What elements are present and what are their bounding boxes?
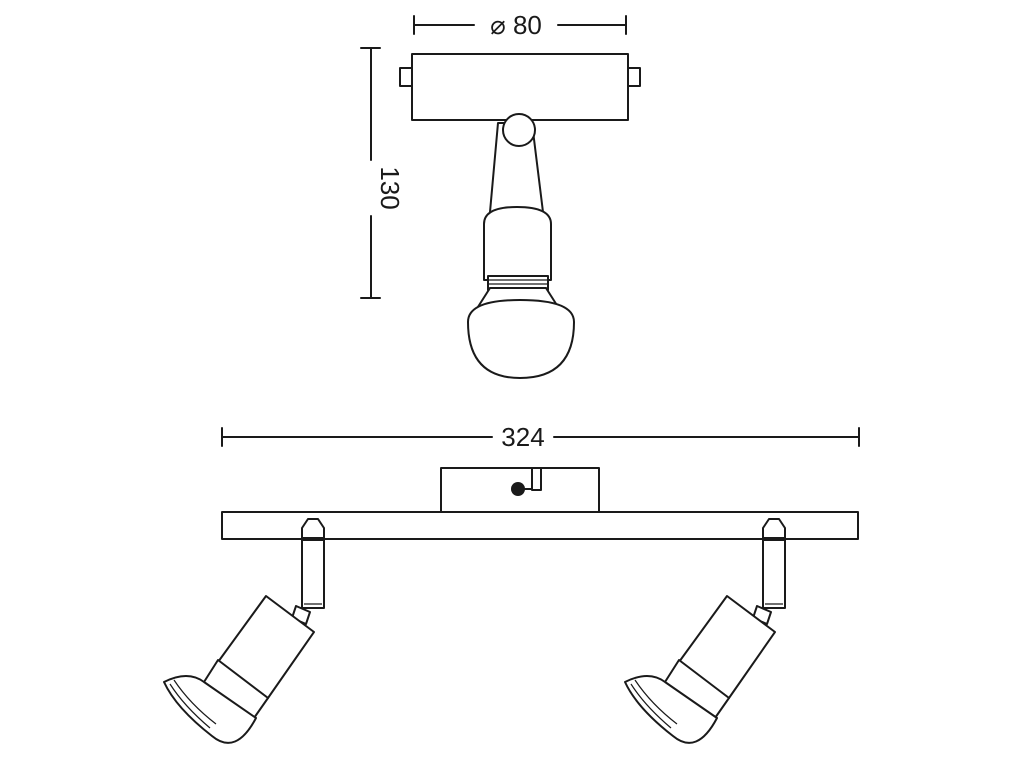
single-spotlight <box>399 53 641 379</box>
lamp-body <box>483 206 552 281</box>
width-label: 324 <box>501 422 544 452</box>
cable-entry <box>511 482 525 496</box>
mounting-base <box>411 53 629 121</box>
joint-knob <box>502 113 536 147</box>
reflector <box>624 675 718 744</box>
twin-spotlight-bar <box>163 467 859 744</box>
dimension-height: 130 <box>360 47 405 299</box>
height-label: 130 <box>375 166 405 209</box>
dimension-width: 324 <box>221 422 860 452</box>
reflector <box>163 675 257 744</box>
right-spotlight <box>624 518 786 744</box>
bulb-front <box>467 299 575 379</box>
mounting-bar <box>221 511 859 540</box>
diameter-label: ⌀ 80 <box>490 10 542 40</box>
dimension-diameter: ⌀ 80 <box>413 10 627 40</box>
left-spotlight <box>163 518 325 744</box>
